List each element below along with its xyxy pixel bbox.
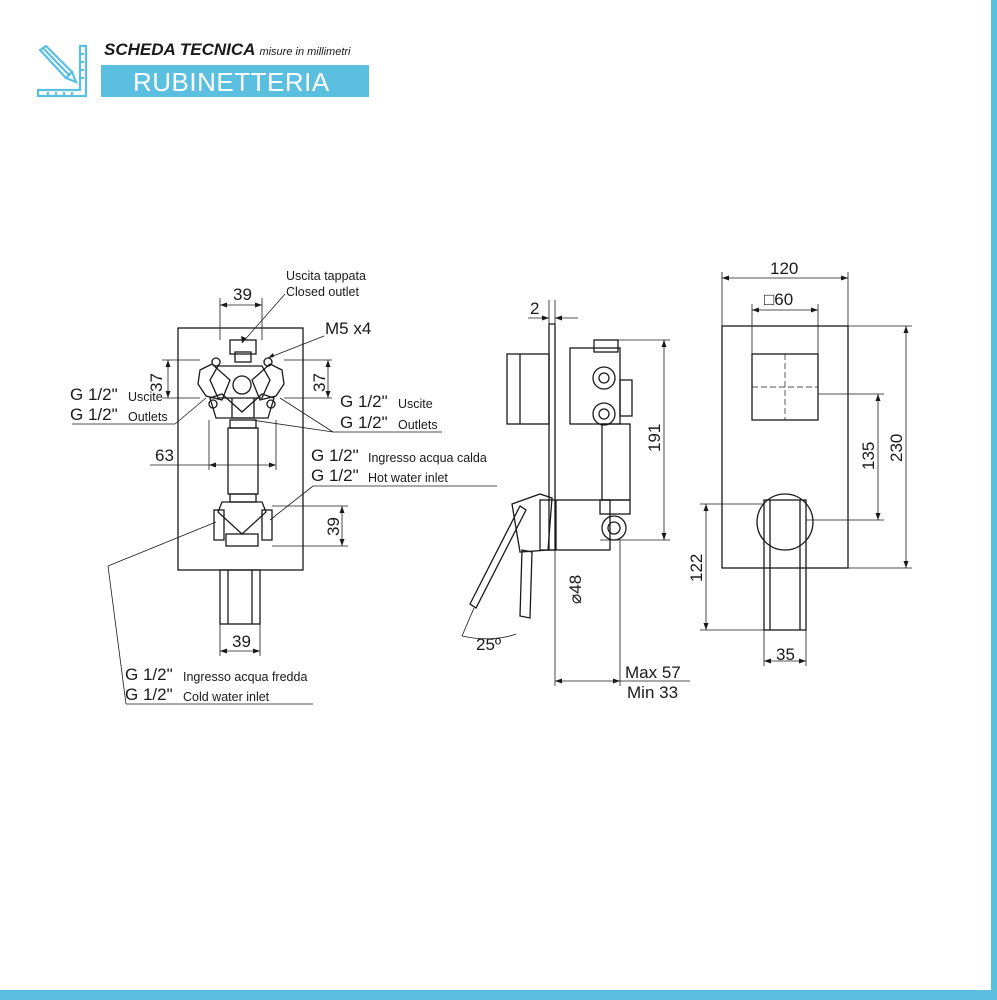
hot-inlet-it: Ingresso acqua calda — [368, 451, 487, 465]
label-closed-outlet-it: Uscita tappata — [286, 269, 366, 283]
header-subtitle: misure in millimetri — [259, 46, 351, 58]
dim-max-depth: Max 57 — [625, 663, 681, 682]
ruler-pencil-icon — [36, 44, 88, 98]
front-view-body — [177, 327, 304, 625]
frame-right-border — [991, 0, 997, 1000]
dim-side-height: 191 — [645, 424, 664, 452]
dim-plate-thickness: 2 — [530, 299, 539, 318]
hot-inlet-g: G 1/2" — [311, 446, 359, 465]
side-view-body — [469, 323, 633, 619]
outlets-left-it: Uscite — [128, 390, 163, 404]
frame-bottom-border — [0, 990, 997, 1000]
cold-inlet-g2: G 1/2" — [125, 685, 173, 704]
header-band: RUBINETTERIA — [101, 65, 369, 97]
cold-inlet-it: Ingresso acqua fredda — [183, 670, 307, 684]
hot-inlet-g2: G 1/2" — [311, 466, 359, 485]
outlets-left-en: Outlets — [128, 410, 168, 424]
cold-inlet-en: Cold water inlet — [183, 690, 270, 704]
dim-lower-offset: 122 — [687, 554, 706, 582]
dim-right-height: 37 — [310, 373, 329, 392]
dim-diameter: ⌀48 — [566, 575, 585, 604]
label-screws: M5 x4 — [325, 319, 371, 338]
label-closed-outlet-en: Closed outlet — [286, 285, 359, 299]
dim-plate-width: 120 — [770, 259, 798, 278]
dim-lower-height: 39 — [324, 517, 343, 536]
dim-top-width: 39 — [233, 285, 252, 304]
dim-lever-angle: 25º — [476, 635, 501, 654]
outlets-right-it: Uscite — [398, 397, 433, 411]
dim-lever-width: 35 — [776, 645, 795, 664]
cold-inlet-g: G 1/2" — [125, 665, 173, 684]
plate-view-body — [721, 325, 849, 631]
dim-square-knob: □60 — [764, 290, 793, 309]
outlets-left-g: G 1/2" — [70, 385, 118, 404]
dim-mid-width: 63 — [155, 446, 174, 465]
outlets-right-g2: G 1/2" — [340, 413, 388, 432]
outlets-right-en: Outlets — [398, 418, 438, 432]
hot-inlet-en: Hot water inlet — [368, 471, 448, 485]
header-band-label: RUBINETTERIA — [133, 67, 330, 97]
dim-min-depth: Min 33 — [627, 683, 678, 702]
dim-plate-height: 230 — [887, 434, 906, 462]
outlets-right-g: G 1/2" — [340, 392, 388, 411]
outlets-left-g2: G 1/2" — [70, 405, 118, 424]
dim-inner-height: 135 — [859, 442, 878, 470]
dim-bottom-width: 39 — [232, 632, 251, 651]
dim-left-height: 37 — [147, 373, 166, 392]
